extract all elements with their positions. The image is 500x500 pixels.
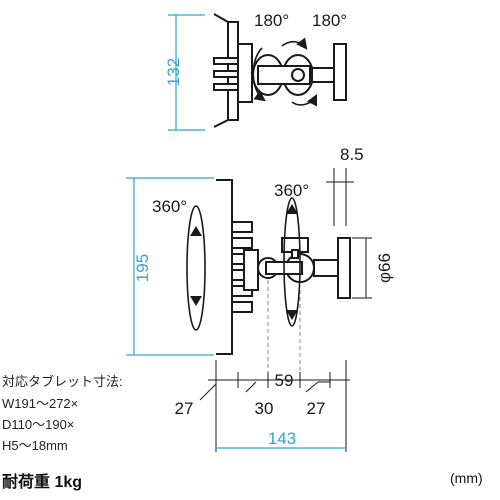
top-base-plate [333,43,347,101]
dim-line-132 [168,14,205,131]
rotation-label-top-right: 180° [312,11,347,30]
load-capacity: 耐荷重 1kg [2,474,83,491]
rotation-label-front-left: 360° [152,197,187,216]
rotation-label-top-left: 180° [254,11,289,30]
front-base-plate [337,237,351,299]
dim-line-195 [126,177,214,356]
dim-line-66 [352,237,372,299]
front-plate [216,179,233,355]
dim-8-5-label: 8.5 [340,145,364,164]
rotation-arrows-front [186,197,301,331]
rotation-arrows-top [252,37,318,107]
rotation-label-front-right: 360° [274,181,309,200]
dim-59-label: 59 [275,371,294,390]
dim-66-label: φ66 [375,253,394,283]
tablet-size-width: W191〜272× [2,396,79,411]
unit-label: (mm) [450,470,483,486]
dim-30-label: 30 [255,399,274,418]
top-view [168,13,347,131]
tablet-size-heading: 対応タブレット寸法: [2,374,123,389]
tablet-size-depth: D110〜190× [2,417,75,432]
dim-27-right-label: 27 [307,399,326,418]
dim-143-label: 143 [268,429,296,448]
dim-27-left-label: 27 [175,399,194,418]
bottom-dimensions [199,360,350,452]
tablet-size-height: H5〜18mm [2,438,68,453]
front-view [126,168,372,385]
dim-195-label: 195 [133,254,152,282]
dim-line-8-5 [326,168,354,226]
dim-132-label: 132 [164,58,183,86]
clamp-knobs [231,221,253,313]
